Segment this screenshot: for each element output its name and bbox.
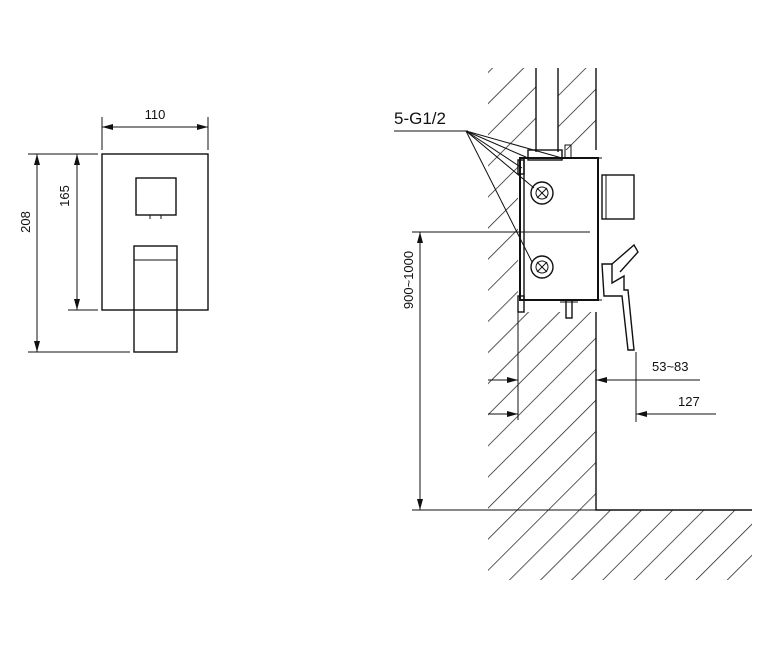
cover-plate	[101, 153, 209, 311]
arrowhead	[102, 124, 113, 130]
leader-line	[465, 130, 523, 169]
connection-callout-label: 5-G1/2	[394, 109, 446, 128]
diverter-knob-side	[601, 174, 635, 220]
leader-line	[465, 130, 529, 159]
arrowhead	[507, 377, 518, 383]
arrowhead	[34, 341, 40, 352]
box-clamp	[517, 159, 525, 175]
depth-range-dimension-label: 53~83	[652, 359, 689, 374]
pipe-channel	[536, 66, 558, 154]
box-top-connector	[527, 149, 563, 161]
upper-port-icon	[530, 181, 554, 205]
front-view: 110 208 165	[18, 107, 209, 353]
lower-port-icon	[530, 255, 554, 279]
arrowhead	[417, 232, 423, 243]
box-clamp	[517, 295, 525, 313]
arrowhead	[417, 499, 423, 510]
wall-surface-line	[595, 68, 752, 511]
concealed-valve-box	[519, 157, 599, 301]
side-view: 5-G1/2 900~1000 53~83 127	[394, 66, 752, 580]
arrowhead	[636, 411, 647, 417]
leader-line	[465, 130, 535, 189]
total-depth-dimension-label: 127	[678, 394, 700, 409]
wall-hatching	[488, 68, 752, 580]
mixer-lever-front	[133, 245, 178, 353]
mixer-lever-side	[601, 263, 635, 351]
arrowhead	[74, 154, 80, 165]
leader-line	[465, 130, 563, 159]
plate-height-dimension-label: 165	[57, 185, 72, 207]
diverter-knob	[135, 177, 177, 216]
arrowhead	[197, 124, 208, 130]
lever-handle-top	[611, 243, 639, 273]
total-height-dimension-label: 208	[18, 211, 33, 233]
mount-height-dimension-label: 900~1000	[401, 251, 416, 309]
wall-cavity	[518, 150, 598, 312]
arrowhead	[507, 411, 518, 417]
arrowhead	[74, 299, 80, 310]
box-top-fitting	[564, 144, 572, 159]
arrowhead	[596, 377, 607, 383]
width-dimension-label: 110	[145, 107, 166, 122]
leader-line	[465, 130, 533, 263]
arrowhead	[34, 154, 40, 165]
box-bottom-fitting	[565, 299, 573, 319]
